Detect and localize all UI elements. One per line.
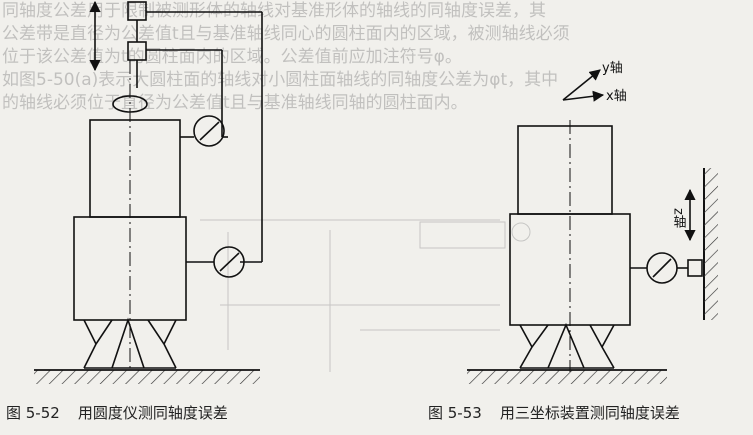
lower-cylinder — [73, 216, 187, 321]
figure-number: 图 5-53 — [428, 404, 482, 422]
x-axis-label: x轴 — [606, 89, 627, 104]
bleed-line: 如图5-50(a)表示大圆柱面的轴线对小圆柱面轴线的同轴度公差为φt，其中 — [2, 70, 559, 90]
background-bleed-text: 同轴度公差用于限制被测形体的轴线对基准形体的轴线的同轴度误差，其 公差带是直径为… — [0, 0, 753, 120]
upper-cylinder — [89, 119, 181, 218]
lower-cylinder — [509, 213, 631, 326]
bleed-through-drawing — [200, 219, 531, 372]
y-axis-arrow — [562, 69, 601, 101]
bleed-line: 同轴度公差用于限制被测形体的轴线对基准形体的轴线的同轴度误差，其 — [2, 1, 546, 21]
figure-caption-text: 用圆度仪测同轴度误差 — [77, 404, 228, 422]
figure-5-52-drawing — [73, 0, 263, 372]
upper-cylinder — [517, 125, 613, 215]
figure-caption-text: 用三坐标装置测同轴度误差 — [499, 404, 680, 422]
caption-figure-5-52: 图 5-52 用圆度仪测同轴度误差 — [6, 402, 228, 423]
bleed-line: 位于该公差值为t的圆柱面内的区域。公差值前应加注符号φ。 — [2, 47, 462, 67]
ground-left — [34, 370, 260, 384]
caption-figure-5-53: 图 5-53 用三坐标装置测同轴度误差 — [428, 402, 680, 423]
dial-gauge-upper — [193, 115, 225, 147]
ground-right — [467, 370, 667, 384]
probe-lower — [127, 41, 147, 61]
figure-number: 图 5-52 — [6, 404, 60, 422]
probe-upper — [127, 1, 147, 21]
bleed-line: 公差带是直径为公差值t且与基准轴线同心的圆柱面内的区域，被测轴线必须 — [2, 24, 570, 44]
probe-holder — [687, 259, 703, 277]
x-axis-arrow — [562, 90, 605, 102]
y-axis-label: y轴 — [602, 61, 623, 76]
z-axis-label: z轴 — [671, 208, 687, 228]
wall-hatch — [704, 168, 718, 320]
